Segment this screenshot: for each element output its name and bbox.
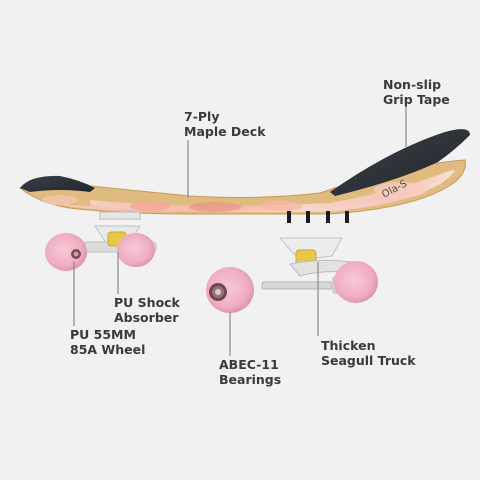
callout-lines xyxy=(73,106,407,356)
callout-maple-deck-line2: Maple Deck xyxy=(184,124,266,139)
right-wheel xyxy=(334,261,378,303)
grip-tape-nose xyxy=(330,129,470,196)
callout-grip-tape: Non-slip Grip Tape xyxy=(383,77,450,107)
bearing-wheel xyxy=(206,267,254,313)
callout-wheel-line1: PU 55MM xyxy=(70,327,136,342)
left-wheels xyxy=(45,233,155,271)
grip-tape-tail xyxy=(20,175,95,192)
callout-wheel-line2: 85A Wheel xyxy=(70,342,146,357)
callout-wheel: PU 55MM 85A Wheel xyxy=(70,327,145,357)
callout-truck-line1: Thicken xyxy=(321,338,376,353)
callout-bearings: ABEC-11 Bearings xyxy=(219,357,281,387)
callout-bearings-line1: ABEC-11 xyxy=(219,357,279,372)
callout-shock-absorber-line1: PU Shock xyxy=(114,295,180,310)
callout-shock-absorber-line2: Absorber xyxy=(114,310,179,325)
mounting-hardware xyxy=(287,211,349,223)
callout-grip-tape-line1: Non-slip xyxy=(383,77,442,92)
callout-maple-deck: 7-Ply Maple Deck xyxy=(184,109,266,139)
callout-maple-deck-line1: 7-Ply xyxy=(184,109,220,124)
callout-truck-line2: Seagull Truck xyxy=(321,353,416,368)
callout-truck: Thicken Seagull Truck xyxy=(321,338,416,368)
maple-deck: Ola-S xyxy=(19,159,466,215)
callout-shock-absorber: PU Shock Absorber xyxy=(114,295,180,325)
callout-grip-tape-line2: Grip Tape xyxy=(383,92,450,107)
callout-bearings-line2: Bearings xyxy=(219,372,282,387)
